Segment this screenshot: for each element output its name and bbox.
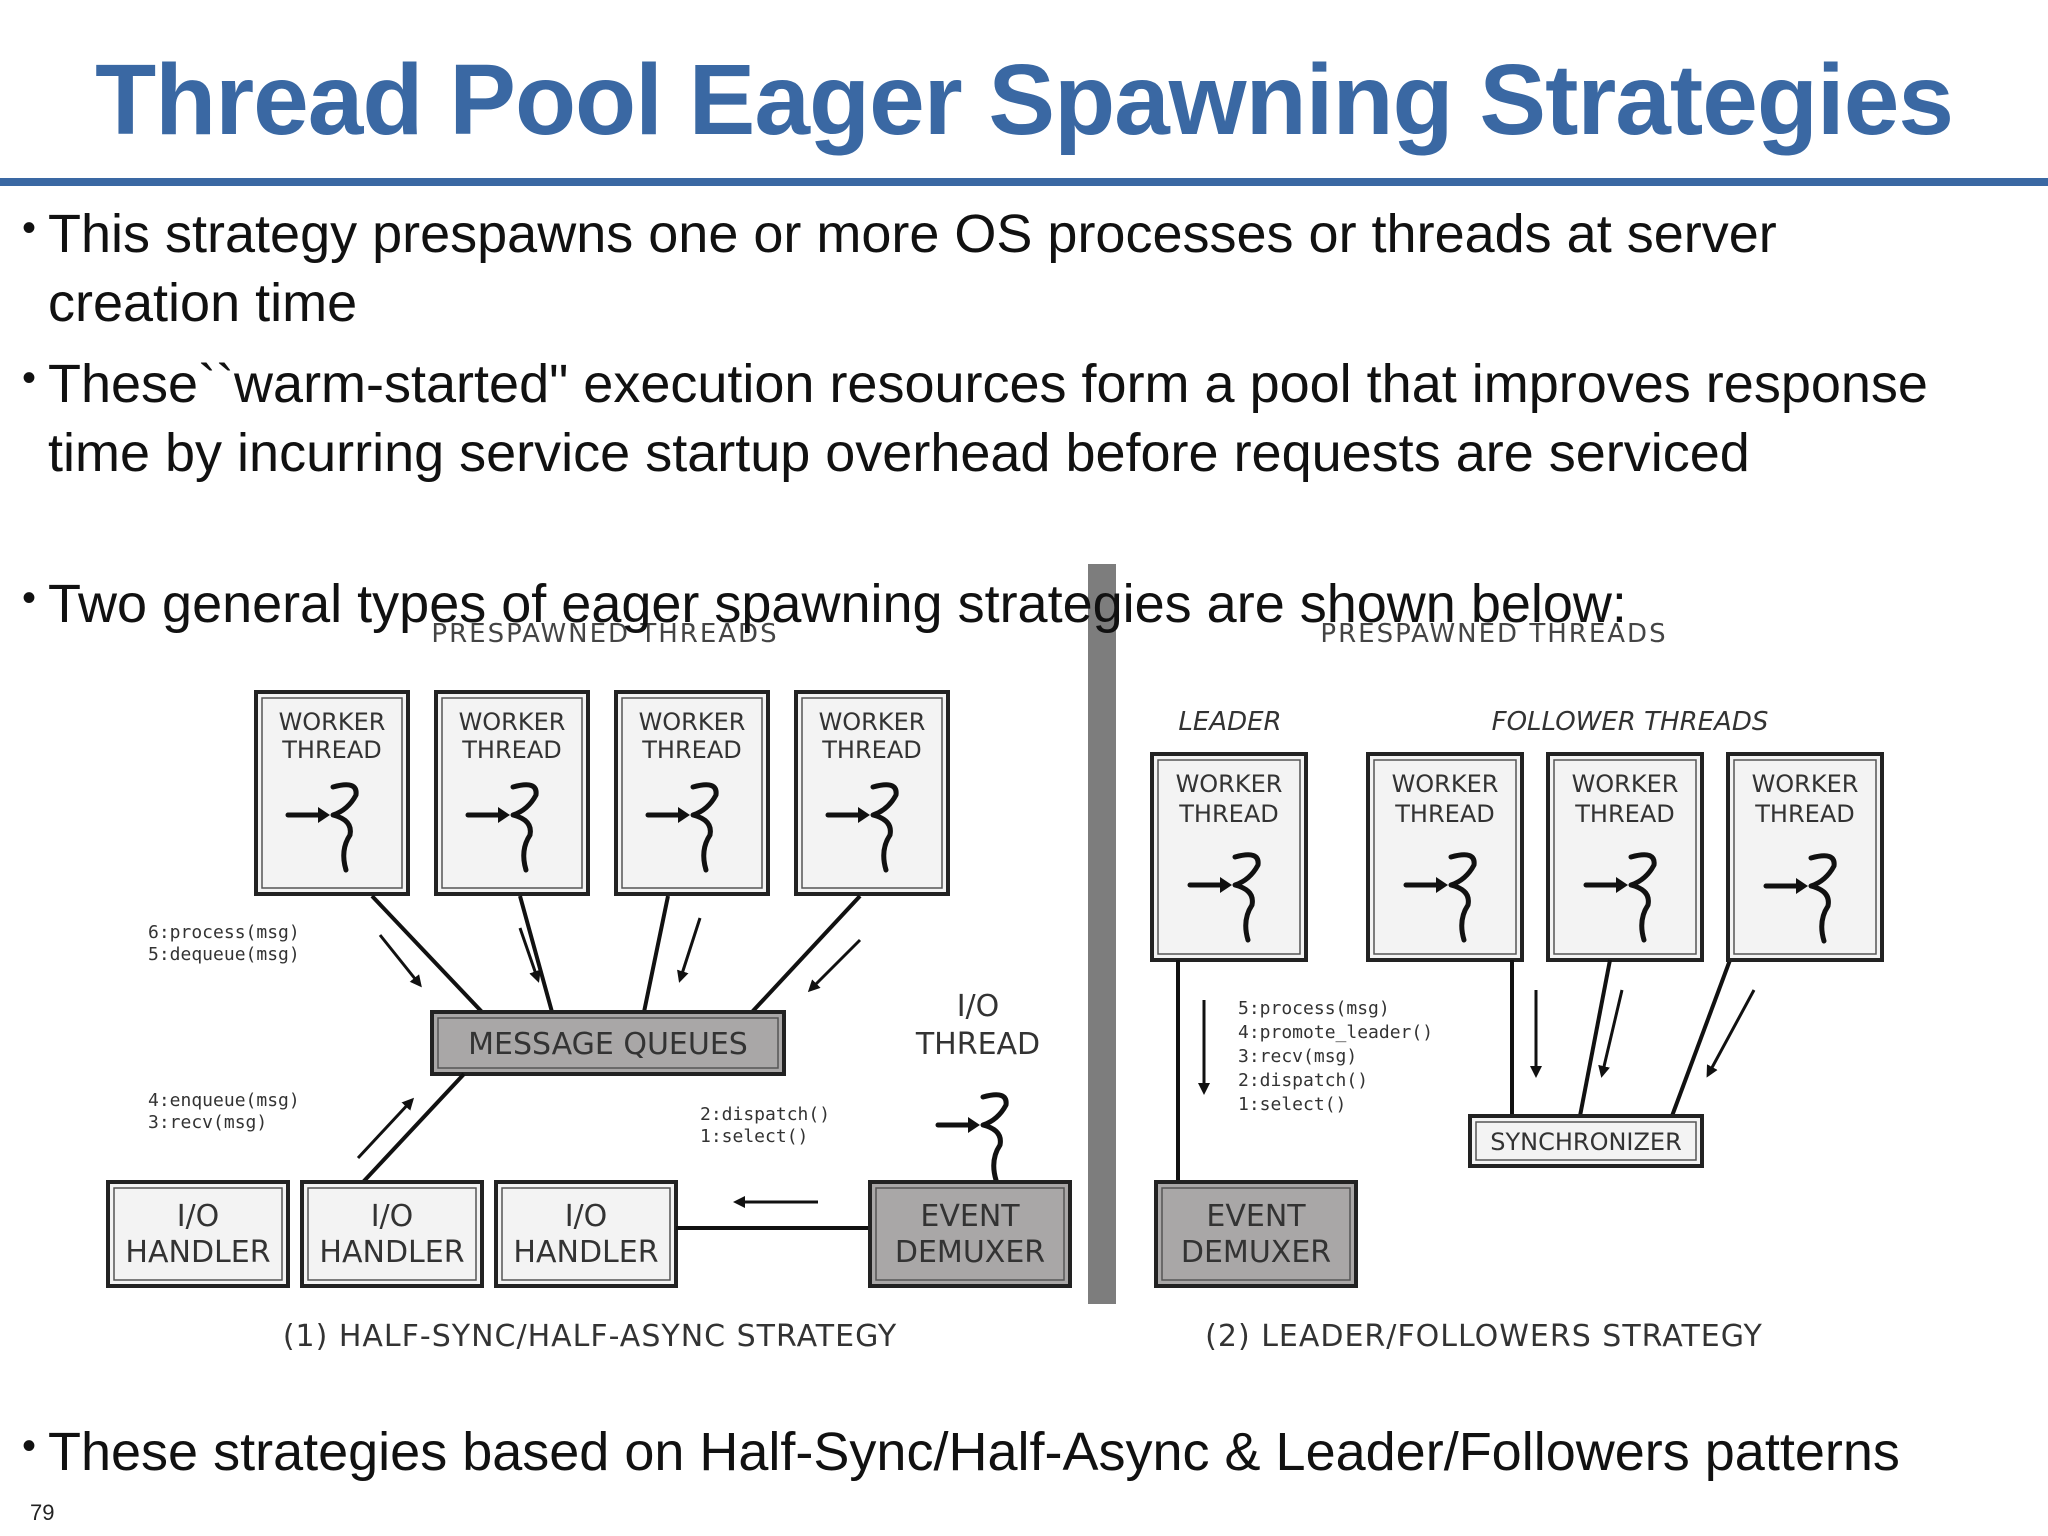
svg-text:I/O: I/O xyxy=(177,1199,220,1234)
op-label: 3:recv(msg) xyxy=(1238,1046,1357,1067)
svg-text:EVENT: EVENT xyxy=(920,1199,1020,1234)
op-label: 3:recv(msg) xyxy=(148,1112,267,1133)
diagram-divider xyxy=(1088,564,1116,1304)
left-heading: PRESPAWNED THREADS xyxy=(431,619,778,649)
svg-text:THREAD: THREAD xyxy=(821,736,921,764)
bullet-3: • Two general types of eager spawning st… xyxy=(22,570,1982,639)
left-caption: (1) HALF-SYNC/HALF-ASYNC STRATEGY xyxy=(283,1319,897,1354)
bullet-dot: • xyxy=(22,356,37,400)
svg-text:THREAD: THREAD xyxy=(1178,800,1278,828)
op-label: 5:dequeue(msg) xyxy=(148,944,300,965)
leader-label: LEADER xyxy=(1178,707,1281,737)
op-label: 4:promote_leader() xyxy=(1238,1022,1433,1043)
svg-text:THREAD: THREAD xyxy=(461,736,561,764)
svg-text:THREAD: THREAD xyxy=(641,736,741,764)
svg-text:WORKER: WORKER xyxy=(1176,770,1283,798)
bullet-text: These strategies based on Half-Sync/Half… xyxy=(48,1422,1900,1482)
message-queues-box: MESSAGE QUEUES xyxy=(430,1010,786,1076)
op-label: 2:dispatch() xyxy=(1238,1070,1368,1091)
svg-text:HANDLER: HANDLER xyxy=(125,1235,270,1270)
bullet-text: Two general types of eager spawning stra… xyxy=(48,574,1627,634)
svg-text:I/O: I/O xyxy=(565,1199,608,1234)
svg-text:HANDLER: HANDLER xyxy=(319,1235,464,1270)
svg-text:DEMUXER: DEMUXER xyxy=(1181,1235,1331,1270)
bullet-text: This strategy prespawns one or more OS p… xyxy=(48,204,1777,333)
right-heading: PRESPAWNED THREADS xyxy=(1320,619,1667,649)
worker-label: WORKER xyxy=(1752,770,1859,798)
svg-text:WORKER: WORKER xyxy=(459,708,566,736)
svg-text:WORKER: WORKER xyxy=(1392,770,1499,798)
op-label: 5:process(msg) xyxy=(1238,998,1390,1019)
svg-text:SYNCHRONIZER: SYNCHRONIZER xyxy=(1490,1128,1682,1156)
slide-title: Thread Pool Eager Spawning Strategies xyxy=(95,44,1954,156)
svg-text:WORKER: WORKER xyxy=(639,708,746,736)
bullet-text: These``warm-started" execution resources… xyxy=(48,354,1928,483)
synchronizer-box: SYNCHRONIZER xyxy=(1468,1114,1704,1168)
op-label: 4:enqueue(msg) xyxy=(148,1090,300,1111)
io-handler-box: I/O HANDLER xyxy=(300,1180,484,1288)
svg-text:MESSAGE QUEUES: MESSAGE QUEUES xyxy=(468,1027,748,1062)
follower-worker-thread: WORKER THREAD xyxy=(1546,752,1704,962)
svg-text:THREAD: THREAD xyxy=(281,736,381,764)
io-handler-box: I/O HANDLER xyxy=(106,1180,290,1288)
bullet-4: • These strategies based on Half-Sync/Ha… xyxy=(22,1418,1982,1487)
io-thread-label: THREAD xyxy=(915,1027,1040,1062)
svg-text:DEMUXER: DEMUXER xyxy=(895,1235,1045,1270)
io-thread-glyph xyxy=(938,1095,1006,1180)
left-worker-thread: WORKER THREAD xyxy=(254,690,410,896)
op-label: 1:select() xyxy=(700,1126,808,1147)
followers-label: FOLLOWER THREADS xyxy=(1492,707,1769,737)
bullet-dot: • xyxy=(22,206,37,250)
eager-spawning-diagram: PRESPAWNED THREADS WORKER THREAD WORKER … xyxy=(106,564,1769,1354)
right-caption: (2) LEADER/FOLLOWERS STRATEGY xyxy=(1205,1319,1763,1354)
left-worker-thread: WORKER THREAD xyxy=(794,690,950,896)
svg-text:WORKER: WORKER xyxy=(819,708,926,736)
bullet-dot: • xyxy=(22,1424,37,1468)
leader-worker-thread: WORKER THREAD xyxy=(1150,752,1308,962)
bullet-dot: • xyxy=(22,576,37,620)
right-fourth-worker: WORKER THREAD xyxy=(1726,752,1884,962)
io-thread-label: I/O xyxy=(957,989,1000,1024)
svg-text:EVENT: EVENT xyxy=(1206,1199,1306,1234)
op-label: 2:dispatch() xyxy=(700,1104,830,1125)
bullet-2: • These``warm-started" execution resourc… xyxy=(22,350,1982,488)
svg-text:WORKER: WORKER xyxy=(1572,770,1679,798)
worker-label: THREAD xyxy=(1754,800,1854,828)
svg-text:I/O: I/O xyxy=(371,1199,414,1234)
op-label: 6:process(msg) xyxy=(148,922,300,943)
op-label: 1:select() xyxy=(1238,1094,1346,1115)
title-divider xyxy=(0,178,2048,186)
svg-text:WORKER: WORKER xyxy=(279,708,386,736)
left-worker-thread: WORKER THREAD xyxy=(614,690,770,896)
io-handler-box: I/O HANDLER xyxy=(494,1180,678,1288)
follower-worker-thread: WORKER THREAD xyxy=(1366,752,1524,962)
svg-text:THREAD: THREAD xyxy=(1394,800,1494,828)
svg-text:HANDLER: HANDLER xyxy=(513,1235,658,1270)
event-demuxer-box: EVENT DEMUXER xyxy=(868,1180,1072,1288)
page-number: 79 xyxy=(30,1500,55,1525)
event-demuxer-box: EVENT DEMUXER xyxy=(1154,1180,1358,1288)
svg-text:THREAD: THREAD xyxy=(1574,800,1674,828)
bullet-1: • This strategy prespawns one or more OS… xyxy=(22,200,1982,338)
left-worker-thread: WORKER THREAD xyxy=(434,690,590,896)
